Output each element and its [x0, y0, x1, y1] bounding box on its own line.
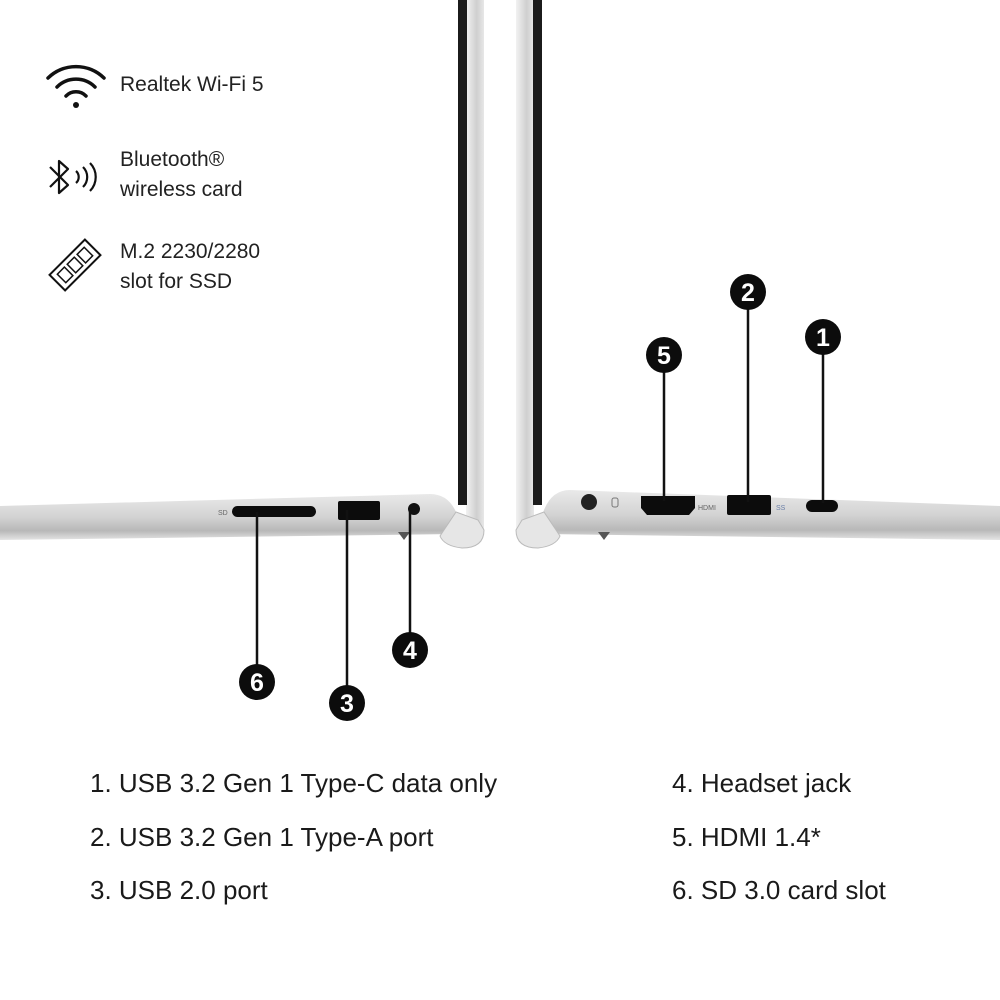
right-laptop: HDMI SS [515, 0, 1000, 549]
usb-2-port [338, 501, 380, 520]
feature-bluetooth: Bluetooth® wireless card [120, 145, 243, 205]
hdmi-port-label: HDMI [698, 505, 716, 512]
bluetooth-icon [49, 159, 97, 195]
feature-ssd-line2: slot for SSD [120, 270, 233, 293]
callout-1: 1 [805, 319, 841, 355]
callout-1-number: 1 [816, 324, 830, 352]
feature-ssd: M.2 2230/2280 slot for SSD [120, 237, 260, 297]
callout-4-number: 4 [403, 637, 417, 665]
legend-item-5: 5. HDMI 1.4* [672, 822, 821, 852]
callout-2: 2 [730, 274, 766, 310]
feature-ssd-line1: M.2 2230/2280 [120, 240, 261, 263]
legend-item-3: 3. USB 2.0 port [90, 875, 268, 905]
usb-a-port [727, 495, 771, 515]
usb-c-port [806, 500, 838, 512]
ssd-icon [48, 238, 102, 292]
wifi-icon [46, 64, 106, 108]
legend-item-6: 6. SD 3.0 card slot [672, 875, 886, 905]
feature-bluetooth-line1: Bluetooth® [120, 148, 225, 171]
sd-port-label: SD [218, 510, 228, 517]
callout-4: 4 [392, 632, 428, 668]
callout-6-number: 6 [250, 669, 264, 697]
feature-wifi-label: Realtek Wi-Fi 5 [120, 73, 264, 96]
legend-item-1: 1. USB 3.2 Gen 1 Type-C data only [90, 768, 498, 798]
power-port [581, 494, 597, 510]
legend-item-4: 4. Headset jack [672, 768, 852, 798]
legend-item-2: 2. USB 3.2 Gen 1 Type-A port [90, 822, 434, 852]
callout-6: 6 [239, 664, 275, 700]
callout-2-number: 2 [741, 279, 755, 307]
callout-3-number: 3 [340, 690, 354, 718]
feature-bluetooth-line2: wireless card [120, 178, 243, 201]
left-laptop: SD [0, 0, 485, 549]
feature-wifi: Realtek Wi-Fi 5 [120, 70, 264, 100]
ss-port-label: SS [776, 505, 786, 512]
sd-card-slot [232, 506, 316, 517]
hdmi-port [641, 496, 695, 515]
callout-5: 5 [646, 337, 682, 373]
callout-3: 3 [329, 685, 365, 721]
callout-5-number: 5 [657, 342, 671, 370]
